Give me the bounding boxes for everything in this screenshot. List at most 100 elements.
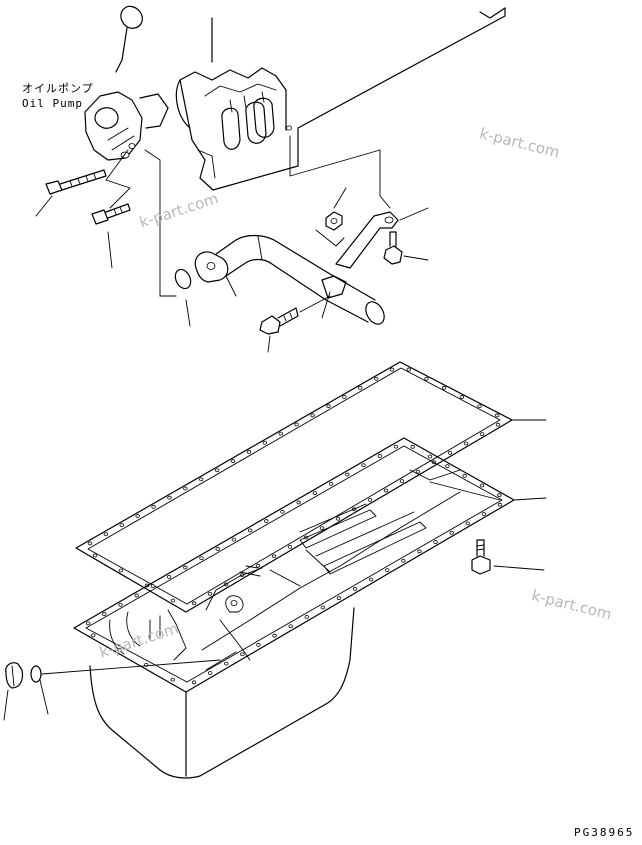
bolt-hole (385, 568, 390, 573)
bolt-hole (326, 404, 331, 409)
bolt-hole (477, 404, 482, 409)
bolt-hole (495, 422, 501, 427)
nut (315, 187, 347, 247)
bolt-hole (271, 554, 277, 559)
bolt-hole (465, 521, 470, 526)
bolt-hole (312, 491, 318, 496)
bolt-hole (427, 454, 433, 459)
bolt-hole (497, 493, 502, 498)
bolt-hole (199, 477, 204, 482)
pipe-bracket (289, 135, 429, 269)
bolt-hole (255, 563, 261, 568)
bolt-hole (399, 479, 405, 484)
bolt-hole (373, 376, 379, 381)
bolt-hole (103, 532, 109, 537)
bolt-hole (117, 648, 122, 653)
bolt-hole (481, 512, 487, 516)
bolt-hole (389, 367, 395, 372)
oil-pan-bolt-holes (85, 444, 503, 685)
bolt-hole (406, 367, 412, 372)
bolt-hole (288, 624, 293, 629)
bolt-hole (151, 504, 156, 509)
bolt-hole (463, 441, 469, 446)
bolt-hole (118, 568, 124, 573)
bolt-hole (358, 385, 363, 390)
bolt-hole (246, 450, 252, 454)
bolt-hole (417, 549, 422, 554)
bolt-hole (240, 652, 245, 657)
drain-plug (3, 662, 24, 721)
bolt-hole (280, 509, 285, 514)
bolt-hole (377, 454, 382, 458)
bolt-hole (433, 540, 438, 544)
bolt-hole (85, 621, 91, 626)
bolt-hole (320, 605, 326, 610)
bolt-hole (296, 500, 301, 505)
bolt-hole (335, 516, 341, 521)
bolt-hole (449, 530, 454, 535)
leader-pump-bolts (105, 149, 131, 209)
bolt-hole (183, 565, 188, 570)
bolt-hole (118, 602, 123, 607)
oil-pan (73, 437, 547, 779)
bolt-hole (319, 526, 325, 530)
bolt-hole (102, 612, 107, 616)
bolt-hole (134, 593, 139, 598)
bolt-hole (135, 514, 140, 518)
bolt-hole (262, 440, 268, 445)
bolt-hole (166, 574, 172, 579)
bolt-hole (287, 545, 293, 549)
bolt-hole (479, 432, 485, 437)
bolt-hole (256, 643, 261, 647)
bolt-hole (424, 376, 429, 381)
bolt-hole (207, 671, 213, 675)
bolt-hole (345, 472, 350, 477)
o-ring (144, 149, 192, 327)
bolt-hole (119, 523, 124, 528)
bolt-hole (479, 483, 485, 488)
bolt-hole (361, 463, 366, 468)
bolt-hole (230, 459, 236, 463)
bolt-hole (447, 450, 453, 455)
bolt-hole (215, 547, 220, 551)
drain-washer (30, 659, 221, 715)
bolt-hole (92, 553, 98, 558)
bolt-hole (336, 596, 342, 601)
bolt-hole (183, 486, 188, 491)
bolt-hole (497, 502, 503, 507)
bolt-hole (310, 413, 315, 418)
pan-bolt (471, 539, 545, 575)
bolt-hole (207, 592, 213, 596)
bolt-hole (191, 680, 197, 685)
bolt-hole (150, 584, 156, 589)
bolt-pipe (259, 295, 331, 353)
bolt-hole (264, 519, 269, 523)
bolt-hole (401, 558, 406, 563)
bolt-bracket (383, 231, 429, 265)
bolt-pump-2 (91, 203, 131, 269)
oil-pump-label-en: Oil Pump (22, 97, 83, 110)
gasket-bolt-holes (87, 367, 501, 606)
bolt-hole (383, 488, 389, 493)
bolt-hole (278, 431, 283, 436)
bolt-hole (393, 444, 399, 449)
bolt-hole (214, 468, 220, 473)
oil-pump (84, 91, 169, 161)
bolt-hole (272, 633, 277, 638)
bolt-hole (224, 661, 229, 666)
bolt-hole (342, 395, 347, 399)
bolt-hole (304, 614, 309, 619)
bolt-hole (328, 481, 334, 486)
bolt-hole (445, 464, 450, 469)
suction-pipe (194, 234, 385, 325)
bolt-hole (87, 541, 93, 546)
bolt-hole (462, 473, 467, 478)
bolt-hole (352, 586, 358, 591)
bolt-hole (191, 601, 197, 606)
bolt-pump-1 (35, 169, 107, 217)
bolt-hole (231, 537, 237, 542)
bolt-hole (170, 598, 176, 603)
bolt-hole (167, 495, 172, 500)
bolt-hole (410, 444, 415, 449)
